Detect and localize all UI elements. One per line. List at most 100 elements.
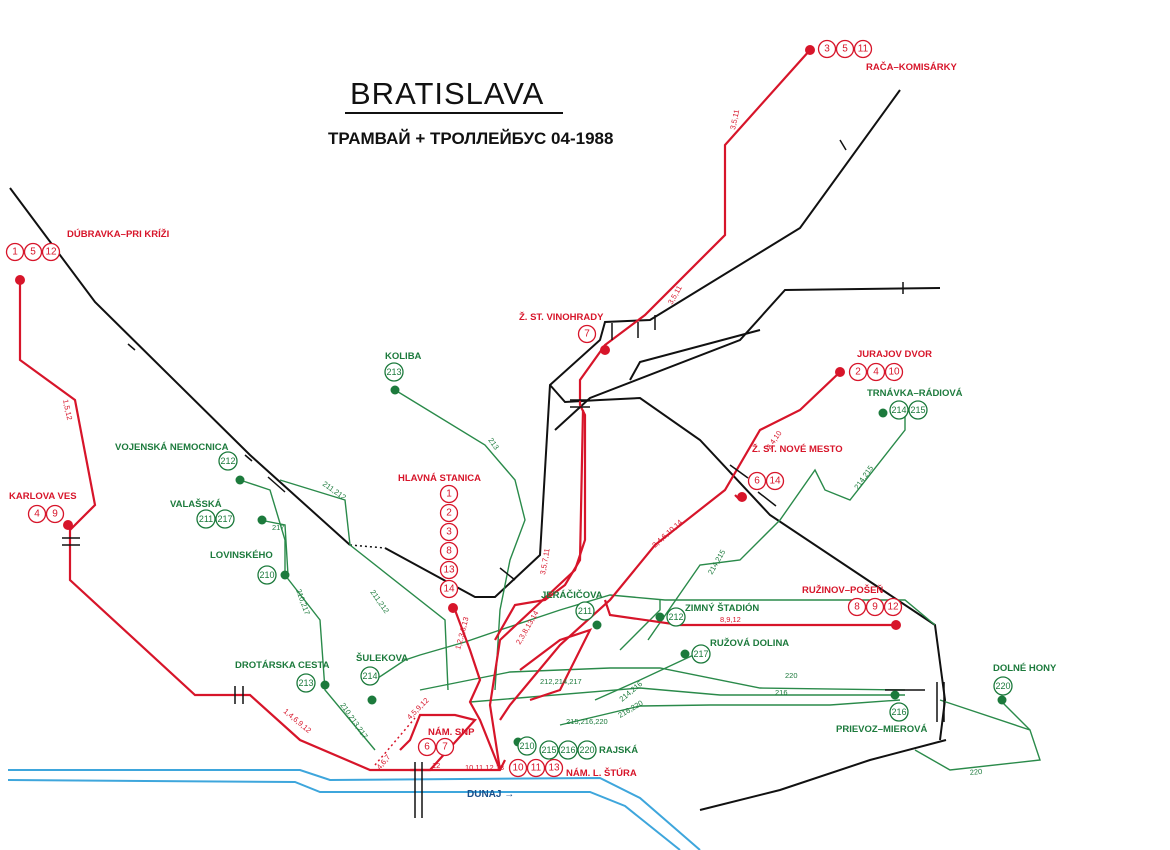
svg-text:RAČA–KOMISÁRKY: RAČA–KOMISÁRKY — [866, 61, 957, 73]
svg-text:PRIEVOZ–MIEROVÁ: PRIEVOZ–MIEROVÁ — [836, 724, 927, 735]
svg-text:8: 8 — [446, 546, 452, 557]
river-label: DUNAJ → — [467, 789, 514, 800]
svg-text:3: 3 — [446, 527, 452, 538]
svg-text:214: 214 — [891, 405, 906, 415]
trolley-stop-sulekova[interactable]: ŠULEKOVA 214 — [356, 652, 408, 686]
svg-text:210: 210 — [259, 570, 274, 580]
svg-text:10: 10 — [512, 763, 524, 774]
tram-stop-ruzinov[interactable]: RUŽINOV–POŠEŇ 8 9 12 — [802, 584, 903, 617]
svg-text:KOLIBA: KOLIBA — [385, 351, 422, 362]
trolley-stop-lovinskeho[interactable]: LOVINSKÉHO 210 — [210, 550, 277, 585]
svg-text:220: 220 — [995, 681, 1010, 691]
tram-stop-raca[interactable]: RAČA–KOMISÁRKY 3 5 11 — [817, 39, 958, 74]
svg-text:ZIMNÝ ŠTADIÓN: ZIMNÝ ŠTADIÓN — [685, 602, 759, 614]
svg-text:VALAŠSKÁ: VALAŠSKÁ — [170, 498, 222, 510]
tram-lines — [18, 49, 895, 772]
svg-text:10,11,12,13: 10,11,12,13 — [465, 763, 504, 772]
trolley-stop-jeracicova[interactable]: JERÁČIČOVA 211 — [541, 589, 603, 621]
svg-text:10: 10 — [888, 367, 900, 378]
svg-text:12: 12 — [45, 247, 57, 258]
svg-text:5: 5 — [30, 247, 36, 258]
svg-text:9: 9 — [52, 509, 58, 520]
svg-text:LOVINSKÉHO: LOVINSKÉHO — [210, 550, 273, 561]
svg-text:216: 216 — [560, 745, 575, 755]
trolleybus-terminus-dots — [235, 385, 1007, 747]
tram-stop-vinohrady[interactable]: Ž. ST. VINOHRADY 7 — [519, 311, 604, 344]
svg-text:213: 213 — [298, 678, 313, 688]
trolley-stop-ruzova-dolina[interactable]: RUŽOVÁ DOLINA 217 — [691, 637, 789, 664]
svg-text:217: 217 — [217, 514, 232, 524]
svg-text:9: 9 — [872, 602, 878, 613]
svg-text:HLAVNÁ STANICA: HLAVNÁ STANICA — [398, 473, 481, 484]
svg-text:210: 210 — [519, 741, 534, 751]
svg-text:220: 220 — [579, 745, 594, 755]
svg-text:1: 1 — [446, 489, 452, 500]
svg-text:217: 217 — [693, 649, 708, 659]
trolley-stop-drotarska-cesta[interactable]: DROTÁRSKA CESTA 213 — [235, 660, 330, 693]
tram-tunnel — [374, 717, 416, 766]
svg-text:1: 1 — [12, 247, 18, 258]
svg-text:213: 213 — [386, 367, 401, 377]
svg-text:7: 7 — [442, 742, 448, 753]
svg-text:217: 217 — [272, 523, 285, 532]
tram-stop-hlavna-stanica[interactable]: HLAVNÁ STANICA 1 2 3 8 13 14 — [398, 473, 481, 599]
tram-stop-dubravka[interactable]: DÚBRAVKA–PRI KRÍŽI 1 5 12 — [5, 228, 170, 262]
svg-text:DÚBRAVKA–PRI KRÍŽI: DÚBRAVKA–PRI KRÍŽI — [67, 228, 169, 240]
svg-text:4: 4 — [873, 367, 879, 378]
tram-stop-nam-l-stura[interactable]: 10 11 13 NÁM. L. ŠTÚRA — [508, 758, 637, 780]
trolley-stop-dolne-hony[interactable]: DOLNÉ HONY 220 — [993, 663, 1057, 696]
svg-text:NÁM. L. ŠTÚRA: NÁM. L. ŠTÚRA — [566, 767, 637, 779]
trolley-stop-rajska[interactable]: 210 215 216 220 RAJSKÁ — [517, 736, 638, 760]
svg-text:12: 12 — [887, 602, 899, 613]
trolley-stop-koliba[interactable]: KOLIBA 213 — [384, 351, 422, 382]
trolley-stop-trnavka[interactable]: TRNÁVKA–RÁDIOVÁ 214 215 — [867, 388, 963, 420]
svg-text:212: 212 — [668, 612, 683, 622]
svg-text:3: 3 — [824, 44, 830, 55]
svg-text:214,215: 214,215 — [852, 464, 875, 491]
map-subtitle: ТРАМВАЙ + ТРОЛЛЕЙБУС 04-1988 — [328, 129, 614, 148]
trolley-stop-prievoz[interactable]: 216 PRIEVOZ–MIEROVÁ — [836, 702, 927, 735]
tram-stop-nove-mesto[interactable]: Ž. ST. NOVÉ MESTO 6 14 — [747, 443, 843, 491]
svg-text:11: 11 — [858, 44, 869, 55]
svg-text:2: 2 — [446, 508, 452, 519]
svg-text:14: 14 — [769, 476, 781, 487]
svg-text:11: 11 — [531, 763, 542, 774]
svg-text:211: 211 — [578, 606, 592, 616]
svg-text:3,5,11: 3,5,11 — [666, 284, 684, 306]
svg-text:JURAJOV DVOR: JURAJOV DVOR — [857, 349, 932, 360]
tram-stop-jurajov-dvor[interactable]: JURAJOV DVOR 2 4 10 — [848, 349, 933, 382]
svg-text:RUŽINOV–POŠEŇ: RUŽINOV–POŠEŇ — [802, 584, 883, 596]
svg-text:8,9,12: 8,9,12 — [720, 615, 741, 624]
title-underline — [345, 112, 563, 114]
svg-text:2: 2 — [855, 367, 861, 378]
svg-text:212: 212 — [220, 456, 235, 466]
trolley-stop-zimny-stadion[interactable]: ZIMNÝ ŠTADIÓN 212 — [666, 602, 759, 627]
svg-text:216: 216 — [891, 707, 906, 717]
svg-text:Ž. ST. VINOHRADY: Ž. ST. VINOHRADY — [519, 311, 604, 323]
railway-tunnel — [349, 544, 386, 549]
svg-text:212,214,217: 212,214,217 — [540, 677, 582, 686]
svg-text:6: 6 — [424, 742, 430, 753]
svg-text:RUŽOVÁ DOLINA: RUŽOVÁ DOLINA — [710, 637, 789, 649]
trolley-stop-vojenska-nemocnica[interactable]: VOJENSKÁ NEMOCNICA 212 — [115, 442, 238, 471]
tram-terminus-dots — [15, 45, 901, 630]
svg-text:DOLNÉ HONY: DOLNÉ HONY — [993, 663, 1057, 674]
svg-text:214: 214 — [362, 671, 377, 681]
svg-text:DROTÁRSKA CESTA: DROTÁRSKA CESTA — [235, 660, 330, 671]
svg-text:220: 220 — [969, 767, 982, 777]
trolley-stop-valasska[interactable]: VALAŠSKÁ 211 217 — [170, 498, 235, 529]
svg-text:2,4,6,10,14: 2,4,6,10,14 — [650, 518, 684, 550]
map-title: BRATISLAVA — [350, 76, 545, 111]
line-crossings — [62, 139, 945, 818]
svg-text:14: 14 — [443, 584, 455, 595]
svg-text:215,216,220: 215,216,220 — [566, 717, 608, 726]
svg-text:7: 7 — [584, 329, 590, 340]
tram-stop-karlova-ves[interactable]: KARLOVA VES 4 9 — [9, 491, 77, 524]
svg-text:VOJENSKÁ NEMOCNICA: VOJENSKÁ NEMOCNICA — [115, 442, 229, 453]
tram-stop-nam-snp[interactable]: NÁM. SNP 6 7 — [417, 727, 476, 757]
svg-text:4: 4 — [34, 509, 40, 520]
svg-text:1,5,12: 1,5,12 — [61, 399, 74, 421]
svg-text:210,213,217: 210,213,217 — [338, 701, 369, 740]
svg-text:4,6,7: 4,6,7 — [375, 753, 393, 772]
svg-text:3,5,11: 3,5,11 — [728, 109, 741, 131]
